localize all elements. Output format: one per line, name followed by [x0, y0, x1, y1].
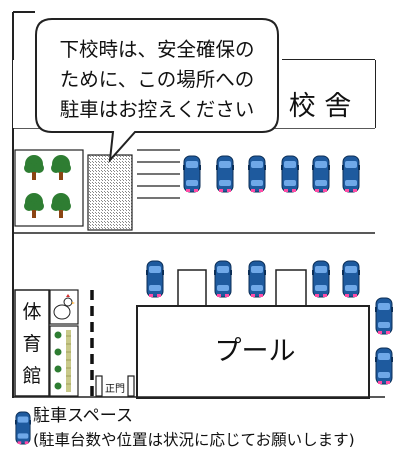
car-icon [341, 155, 361, 193]
car-icon [213, 260, 233, 298]
gym-label-2: 育 [22, 333, 41, 355]
car-icon [311, 155, 331, 193]
notice-line-2: ために、この場所への [60, 68, 254, 91]
stairs [137, 149, 180, 199]
parking-slot-empty [275, 269, 307, 307]
main-gate-label: 正門 [105, 383, 125, 395]
main-gate: 正門 [95, 375, 135, 397]
school-building-label: 校 舎 [289, 91, 352, 122]
car-icon [311, 260, 331, 298]
car-icon [374, 347, 394, 385]
parking-right-column [374, 297, 394, 385]
parking-row-2 [145, 260, 361, 307]
gym-label-3: 館 [22, 365, 41, 387]
notice-line-3: 駐車はお控えください [60, 98, 254, 121]
parking-slot-empty [177, 269, 207, 307]
car-icon [145, 260, 165, 298]
car-icon [341, 260, 361, 298]
car-icon [374, 297, 394, 335]
pool: プール [136, 305, 370, 399]
notice-line-1: 下校時は、安全確保の [59, 38, 254, 61]
notice-bubble: 下校時は、安全確保の ために、この場所への 駐車はお控えください [35, 18, 279, 163]
car-icon [215, 155, 235, 193]
chicken-icon [49, 289, 79, 325]
legend: 駐車スペース (駐車台数や位置は状況に応じてお願いします) [15, 401, 395, 453]
legend-parking-label: 駐車スペース [33, 406, 133, 426]
pool-label: プール [215, 336, 296, 367]
car-icon [15, 411, 31, 445]
hedge [49, 325, 79, 397]
no-parking-area [87, 154, 133, 231]
car-icon [280, 155, 300, 193]
car-icon [247, 155, 267, 193]
gym-label-1: 体 [22, 301, 41, 323]
legend-note: (駐車台数や位置は状況に応じてお願いします) [33, 431, 355, 449]
parking-row-1 [182, 155, 361, 193]
tree-grove [14, 149, 84, 227]
car-icon [182, 155, 202, 193]
car-icon [247, 260, 267, 298]
gym: 体 育 館 [14, 289, 50, 397]
